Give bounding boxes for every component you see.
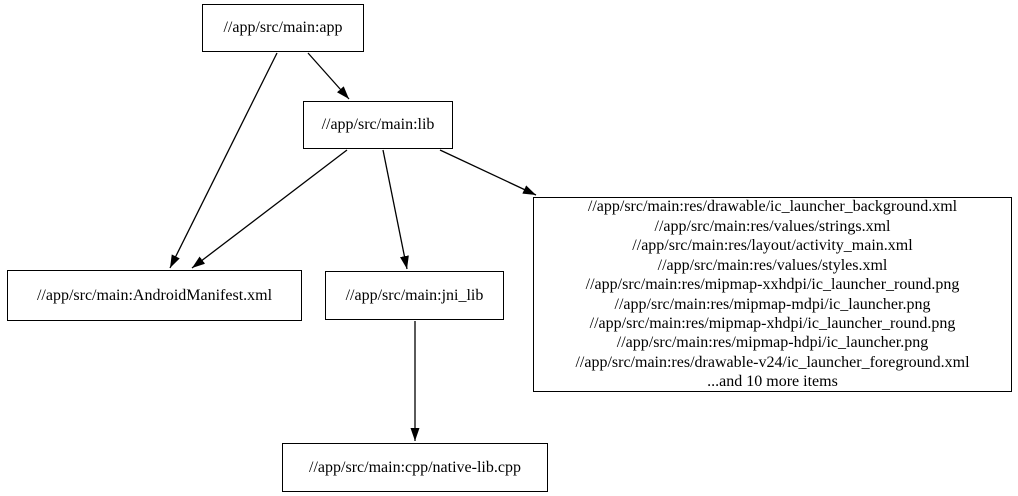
edge-lib-to-res-group [439, 149, 537, 196]
node-label-line: //app/src/main:res/mipmap-xxhdpi/ic_laun… [585, 276, 960, 294]
node-jni-lib: //app/src/main:jni_lib [325, 271, 504, 320]
node-label-line: //app/src/main:res/mipmap-mdpi/ic_launch… [614, 295, 931, 313]
node-label-line: ...and 10 more items [707, 373, 838, 391]
node-native-lib-cpp: //app/src/main:cpp/native-lib.cpp [282, 443, 548, 492]
edge-lib-to-jni-lib [382, 149, 409, 270]
node-app: //app/src/main:app [202, 4, 364, 52]
node-lib: //app/src/main:lib [303, 101, 453, 149]
node-label-line: //app/src/main:res/values/strings.xml [654, 217, 891, 235]
node-label-line: //app/src/main:res/mipmap-hdpi/ic_launch… [616, 334, 929, 352]
node-label-line: //app/src/main:res/mipmap-xhdpi/ic_launc… [589, 314, 956, 332]
node-label-line: //app/src/main:res/layout/activity_main.… [632, 237, 913, 255]
node-label-line: //app/src/main:res/drawable/ic_launcher_… [587, 198, 958, 216]
node-label-line: //app/src/main:res/drawable-v24/ic_launc… [575, 353, 970, 371]
node-res-files-group: //app/src/main:res/drawable/ic_launcher_… [533, 197, 1012, 392]
edge-lib-to-androidmanifest [191, 149, 348, 269]
edge-app-to-lib [307, 52, 350, 100]
node-label-line: //app/src/main:res/values/styles.xml [657, 256, 888, 274]
edge-app-to-androidmanifest [169, 52, 278, 269]
node-android-manifest: //app/src/main:AndroidManifest.xml [7, 270, 302, 321]
